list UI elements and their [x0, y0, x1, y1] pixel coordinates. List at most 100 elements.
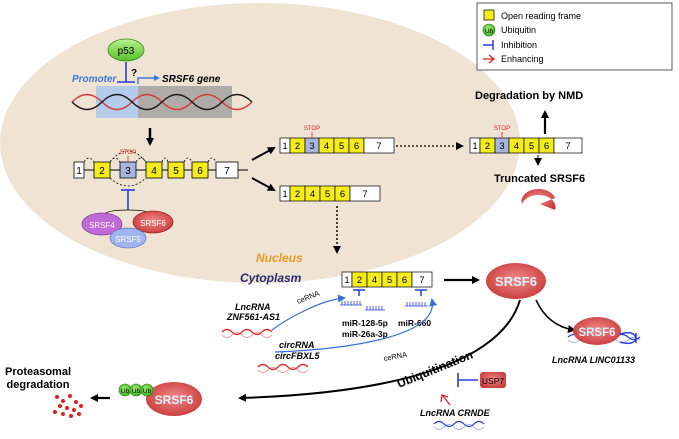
ub-srsf6-label: SRSF6 [155, 393, 194, 407]
cytoplasm-label: Cytoplasm [240, 271, 302, 285]
pre-exon-3-label: 3 [125, 166, 131, 177]
pre-exon-2-label: 2 [99, 166, 105, 177]
nmd-exon-2: 2 [485, 141, 490, 152]
mirna-inhibition-marks [340, 289, 428, 311]
iso1-exon-6: 6 [354, 141, 359, 152]
legend: Open reading frame Ub Ubiquitin Inhibiti… [476, 2, 673, 71]
circrna-label-2: circFBXL5 [275, 351, 321, 361]
lncrna-znf-label-1: LncRNA [235, 302, 271, 312]
ubiquitinated-srsf6: SRSF6 Ub Ub Ub [118, 382, 202, 416]
nmd-exon-5: 5 [529, 141, 534, 152]
iso2-exon-4: 4 [310, 189, 315, 200]
ub-chain-3-label: Ub [143, 388, 152, 395]
splicing-factors: SRSF4 SRSF6 SRSF5 [81, 210, 174, 249]
cerna-lncrna-arrow [271, 294, 346, 331]
cyto-exon-5: 5 [387, 275, 392, 286]
lncrna-znf-label-2: ZNF561-AS1 [226, 312, 280, 322]
legend-orf: Open reading frame [501, 11, 581, 21]
nucleus-region [0, 3, 520, 283]
mir-26a-label: miR-26a-3p [342, 329, 388, 339]
nmd-exon-3: 3 [499, 141, 504, 152]
srsf6-protein: SRSF6 [486, 263, 546, 299]
iso1-stop-label: STOP [304, 126, 320, 132]
crnde-label: LncRNA CRNDE [420, 408, 491, 418]
enhancing-arrow-icon [483, 54, 496, 64]
pre-stop-label: STOP [120, 150, 136, 156]
nucleus-label: Nucleus [256, 251, 303, 265]
usp7-label: USP7 [482, 376, 504, 386]
srsf6-factor-label: SRSF6 [140, 219, 166, 228]
inhibition-symbol [483, 40, 494, 50]
cerna-label-1: ceRNA [295, 289, 320, 306]
cytoplasmic-mrna: 1 2 4 5 6 7 [341, 271, 433, 288]
ubiquitination-arrow [238, 299, 521, 402]
orf-swatch [483, 9, 495, 21]
ub-chain-3 [140, 383, 154, 397]
gene-name-label: SRSF6 gene [162, 74, 221, 85]
linc01133-label: LncRNA LINC01133 [552, 355, 635, 365]
cyto-exon-2: 2 [357, 275, 362, 286]
cerna-label-2: ceRNA [383, 350, 408, 363]
ub-swatch [482, 23, 496, 37]
usp7-node [480, 372, 506, 388]
splice-arrow-upper [251, 147, 276, 161]
mrna-isoform-exon3: 1 2 3 4 5 6 7 STOP [279, 126, 395, 154]
srsf6-linc-complex: SRSF6 [567, 317, 641, 345]
legend-enhancing: Enhancing [501, 54, 544, 64]
splice-arrow-lower [251, 177, 276, 191]
iso1-exon-5: 5 [339, 141, 344, 152]
cyto-exon-4: 4 [372, 275, 377, 286]
iso2-exon-1: 1 [282, 189, 287, 200]
lncrna-znf-strand [221, 328, 273, 336]
pre-exon-5-label: 5 [173, 166, 179, 177]
pre-exon-1-label: 1 [76, 166, 82, 177]
circrna-label-1: circRNA [279, 340, 315, 350]
legend-ubiquitin: Ubiquitin [501, 25, 536, 35]
iso1-exon-7: 7 [376, 141, 381, 152]
nmd-isoform: 1 2 3 4 5 6 7 STOP [469, 126, 583, 154]
iso1-exon-2: 2 [295, 141, 300, 152]
pre-exon-4-label: 4 [151, 166, 157, 177]
ub-chain-2-label: Ub [132, 388, 141, 395]
pre-exon-6-label: 6 [197, 166, 203, 177]
p53-node: p53 ? [107, 38, 145, 83]
proteasomal-label-2: degradation [7, 379, 70, 391]
mir-660-label: miR-660 [398, 318, 431, 328]
crnde-enhancing-arrow [442, 395, 451, 406]
cyto-exon-1: 1 [344, 275, 349, 286]
srsf6-protein-label: SRSF6 [495, 274, 537, 289]
ub-swatch-label: Ub [485, 28, 494, 35]
linc01133-binding-arrow [535, 299, 576, 334]
circrna-strand [257, 363, 309, 371]
iso2-exon-2: 2 [295, 189, 300, 200]
degradation-by-nmd-label: Degradation by NMD [475, 90, 583, 102]
pre-mrna: 1 2 3 4 5 6 7 STOP [73, 150, 248, 217]
srsf5-label: SRSF5 [115, 235, 141, 244]
degraded-peptides-icon [53, 394, 83, 418]
iso1-exon-1: 1 [282, 141, 287, 152]
iso1-exon-4: 4 [324, 141, 329, 152]
srsf6-linc-label: SRSF6 [578, 327, 615, 339]
nmd-stop-label: STOP [494, 126, 510, 132]
iso2-exon-7: 7 [362, 189, 367, 200]
nmd-exon-7: 7 [565, 141, 570, 152]
iso2-exon-5: 5 [325, 189, 330, 200]
nmd-exon-4: 4 [514, 141, 519, 152]
cyto-exon-6: 6 [402, 275, 407, 286]
cyto-exon-7: 7 [419, 275, 424, 286]
iso2-exon-6: 6 [340, 189, 345, 200]
mir-128-label: miR-128-5p [342, 318, 388, 328]
p53-label: p53 [118, 46, 135, 57]
promoter-label: Promoter [72, 74, 118, 85]
srsf6-gene-locus: Promoter SRSF6 gene [71, 74, 253, 118]
nmd-exon-1: 1 [472, 141, 477, 152]
srsf4-label: SRSF4 [89, 221, 115, 230]
p53-question-mark: ? [131, 68, 137, 79]
crnde-strand [433, 420, 485, 428]
proteasomal-label-1: Proteasomal [5, 366, 71, 378]
truncated-srsf6-protein [521, 188, 556, 210]
cerna-circrna-arrow [274, 298, 438, 353]
legend-inhibition: Inhibition [501, 40, 537, 50]
